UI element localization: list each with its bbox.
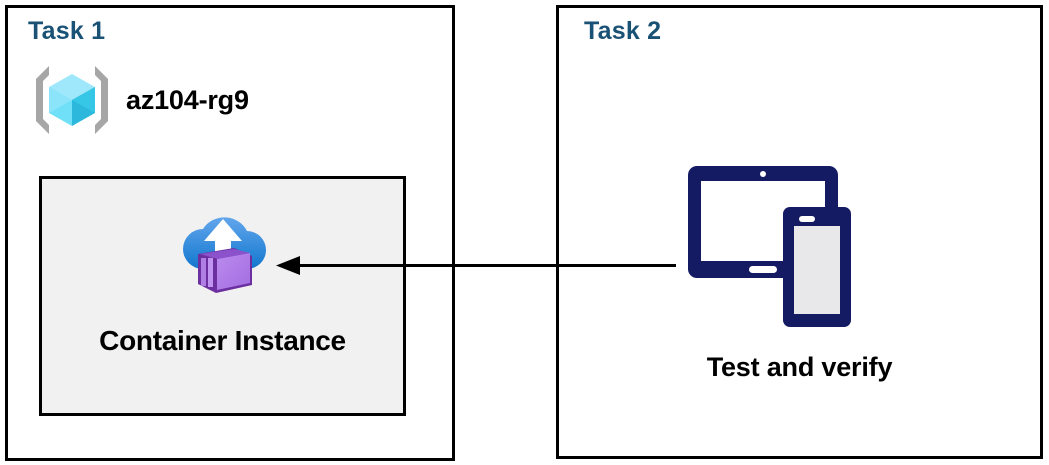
test-and-verify-label: Test and verify [706, 352, 893, 382]
container-instance-box: Container Instance [39, 176, 406, 416]
resource-group-row: az104-rg9 [32, 62, 249, 138]
container-instance-icon [182, 217, 266, 293]
container-instance-label: Container Instance [99, 325, 346, 356]
connector-arrow-icon [276, 256, 676, 275]
task-2-title: Task 2 [584, 17, 662, 45]
resource-group-label: az104-rg9 [126, 84, 249, 115]
task-1-title: Task 1 [28, 17, 106, 45]
resource-group-icon [36, 66, 108, 134]
devices-tablet-phone-icon [688, 166, 851, 327]
